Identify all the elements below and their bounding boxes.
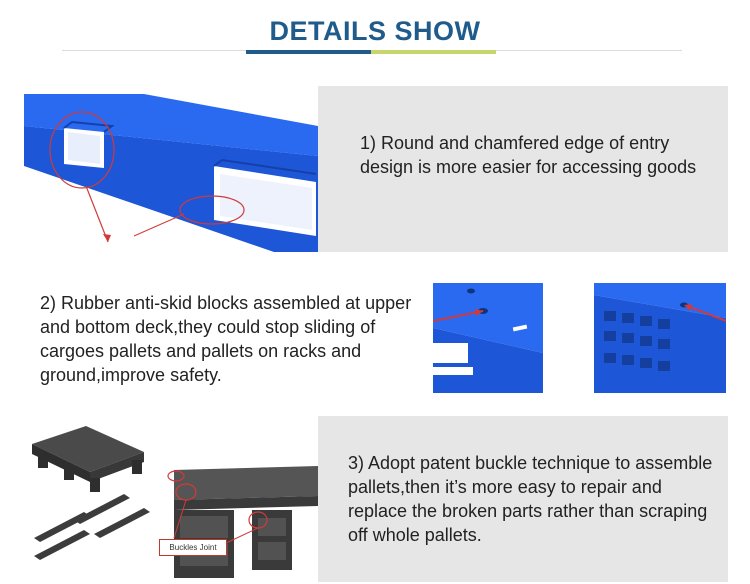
anti-skid-image-corner — [594, 283, 726, 393]
title-accent-green — [371, 50, 496, 54]
row1-text-panel — [318, 86, 728, 252]
buckle-joint-illustration — [32, 426, 318, 578]
anti-skid-illustration-b — [594, 283, 726, 393]
buckle-joint-image — [24, 416, 318, 582]
pallet-entry-illustration — [24, 94, 318, 252]
feature-text-1: 1) Round and chamfered edge of entry des… — [360, 133, 697, 177]
feature-text-3: 3) Adopt patent buckle technique to asse… — [348, 453, 713, 545]
row3-text-panel — [318, 416, 728, 582]
feature-text-2: 2) Rubber anti-skid blocks assembled at … — [40, 293, 412, 385]
anti-skid-image-top — [433, 283, 543, 393]
title-accent-blue — [246, 50, 371, 54]
anti-skid-illustration-a — [433, 283, 543, 393]
buckles-joint-callout: Buckles Joint — [159, 539, 227, 556]
pallet-entry-image — [24, 86, 318, 252]
page-title: DETAILS SHOW — [269, 16, 481, 46]
